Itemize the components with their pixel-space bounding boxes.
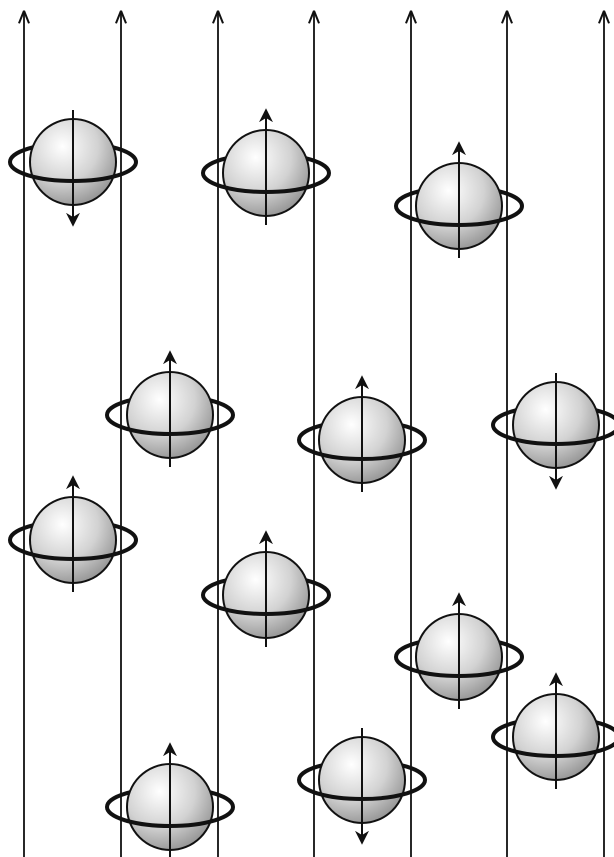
spin-particle-4-up <box>107 353 233 467</box>
spin-particle-9-up <box>396 595 522 709</box>
spin-particle-2-up <box>203 111 329 225</box>
spin-particle-5-up <box>299 378 425 492</box>
spin-particle-3-up <box>396 144 522 258</box>
spin-particle-1-down <box>10 110 136 224</box>
spin-particle-11-up <box>107 745 233 857</box>
spin-particle-12-down <box>299 728 425 842</box>
spin-particle-8-up <box>203 533 329 647</box>
spin-particle-10-up <box>493 675 614 789</box>
spin-particle-6-down <box>493 373 614 487</box>
spin-particle-7-up <box>10 478 136 592</box>
particles <box>10 110 614 857</box>
